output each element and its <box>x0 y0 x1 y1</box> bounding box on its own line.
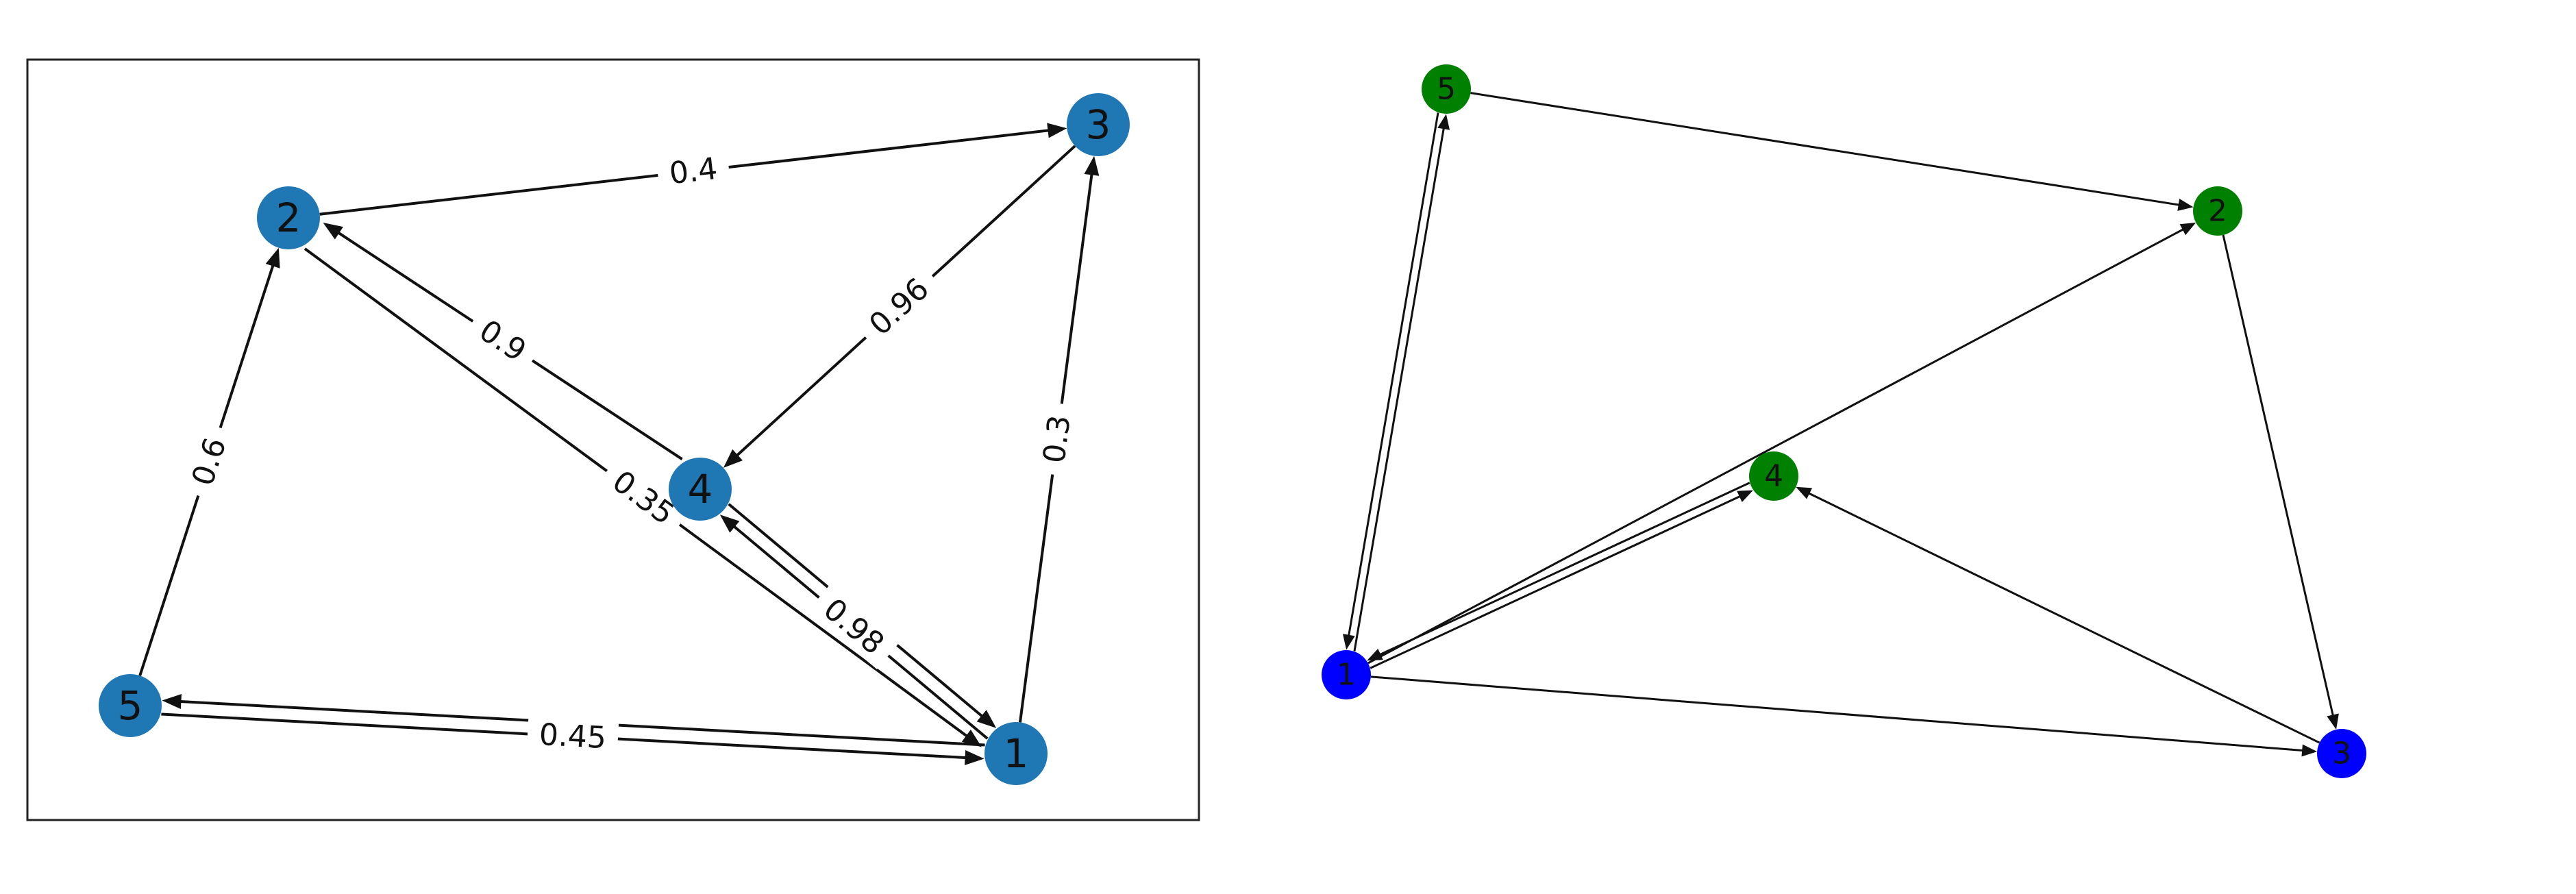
node-circle <box>1422 64 1471 114</box>
node-layer: 1 2 3 4 5 <box>99 93 1130 785</box>
arrowhead-1-to-2 <box>2179 222 2196 236</box>
node-2: 2 <box>2193 186 2242 236</box>
arrowhead-5-to-2 <box>265 247 280 269</box>
arrowhead-1-to-5 <box>162 694 182 709</box>
edge-weight-label: 0.96 <box>852 261 945 351</box>
node-label: 5 <box>1437 72 1456 107</box>
edge-weight-label: 0.6 <box>178 421 238 501</box>
arrowhead-4-to-1 <box>976 710 997 728</box>
arrowhead-2-to-3 <box>1047 123 1067 138</box>
node-3: 3 <box>2317 729 2366 778</box>
edge-3-to-4 <box>1803 490 2320 744</box>
arrowhead-4-to-2 <box>323 222 343 240</box>
edge-weight-text: 0.6 <box>185 434 233 490</box>
edge-label-background <box>807 582 902 669</box>
node-4: 4 <box>1749 451 1798 501</box>
node-circle <box>99 674 162 737</box>
edge-label-background <box>178 421 238 501</box>
arrowhead-5-to-1 <box>964 750 984 765</box>
edge-4-to-1 <box>1374 482 1750 658</box>
edge-label-background <box>1032 401 1080 477</box>
edge-1-to-5 <box>1353 123 1446 651</box>
edge-1-to-2 <box>1367 225 2189 665</box>
edge-5-to-1 <box>1346 112 1439 641</box>
node-label: 1 <box>1004 730 1029 777</box>
edge-label-background <box>462 303 544 375</box>
edge-layer <box>1342 92 2339 757</box>
node-circle <box>2317 729 2366 778</box>
bipartite-directed-graph: 1 2 3 4 5 <box>1322 64 2366 778</box>
edge-label-background <box>526 713 619 757</box>
arrowhead-5-to-2 <box>2177 199 2194 211</box>
edge-weight-label: 0.45 <box>526 713 619 757</box>
node-5: 5 <box>1422 64 1471 114</box>
arrowhead-1-to-4 <box>1737 490 1753 503</box>
node-label: 4 <box>688 466 713 512</box>
node-3: 3 <box>1067 93 1130 156</box>
node-circle <box>257 186 320 249</box>
arrowhead-3-to-4 <box>723 449 743 468</box>
edge-label-background <box>852 261 945 351</box>
arrowhead-5-to-1 <box>1342 634 1355 650</box>
arrowhead-1-to-4 <box>719 514 740 533</box>
edge-1-to-3 <box>1370 675 2309 752</box>
edge-label-layer: 0.40.960.30.60.90.350.980.45 <box>178 147 1080 757</box>
node-1: 1 <box>1322 650 1371 699</box>
node-label: 1 <box>1337 658 1356 693</box>
edge-label-background <box>655 147 731 193</box>
edge-weight-text: 0.45 <box>538 717 608 756</box>
node-label: 4 <box>1764 459 1783 494</box>
arrowhead-1-to-3 <box>2301 744 2318 757</box>
arrowhead-2-to-1 <box>961 729 982 747</box>
node-label: 2 <box>276 195 301 241</box>
node-2: 2 <box>257 186 320 249</box>
node-circle <box>984 722 1048 785</box>
node-label: 2 <box>2208 194 2227 229</box>
edge-weight-label: 0.98 <box>807 582 902 669</box>
arrowhead-4-to-1 <box>1367 648 1383 661</box>
edge-label-background <box>596 454 692 539</box>
node-1: 1 <box>984 722 1048 785</box>
edge-weight-text: 0.4 <box>667 151 719 192</box>
plot-frame <box>26 58 1200 821</box>
edge-1-to-4 <box>1370 493 1746 669</box>
edge-5-to-2 <box>1470 92 2185 207</box>
node-label: 3 <box>1086 101 1111 148</box>
arrowhead-2-to-3 <box>2327 713 2339 730</box>
edge-weight-label: 0.3 <box>1032 401 1080 477</box>
node-5: 5 <box>99 674 162 737</box>
edge-weight-text: 0.3 <box>1037 413 1078 465</box>
node-label: 3 <box>2332 736 2351 771</box>
node-circle <box>2193 186 2242 236</box>
node-circle <box>1322 650 1371 699</box>
edge-2-to-3 <box>2222 234 2336 721</box>
arrowhead-1-to-3 <box>1084 156 1100 176</box>
node-circle <box>1067 93 1130 156</box>
node-circle <box>669 458 732 521</box>
arrowhead-3-to-4 <box>1796 486 1813 499</box>
arrowhead-1-to-5 <box>1437 114 1450 130</box>
edge-weight-label: 0.4 <box>655 147 731 193</box>
node-layer: 1 2 3 4 5 <box>1322 64 2366 778</box>
node-4: 4 <box>669 458 732 521</box>
node-circle <box>1749 451 1798 501</box>
node-label: 5 <box>118 682 143 729</box>
edge-weight-label: 0.9 <box>462 303 544 375</box>
